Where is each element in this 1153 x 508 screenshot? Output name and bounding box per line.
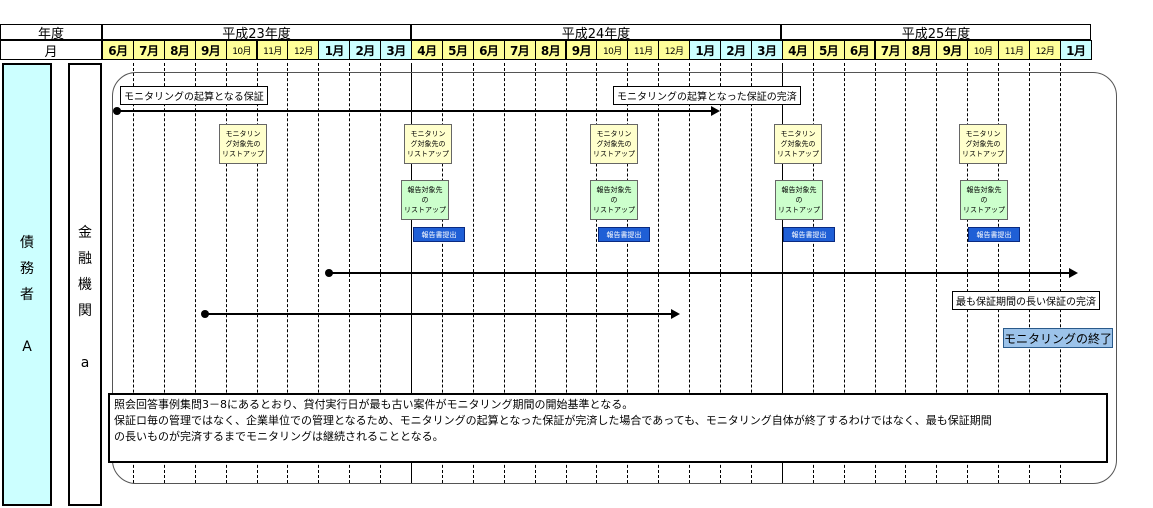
month-cell: 2月 xyxy=(720,40,752,60)
listup-box-h23: モニタリン グ対象先の リストアップ xyxy=(219,124,267,164)
grid-line xyxy=(287,63,289,483)
longest-completed-label: 最も保証期間の長い保証の完済 xyxy=(952,291,1100,310)
month-cell: 8月 xyxy=(905,40,938,60)
month-cell: 7月 xyxy=(874,40,907,60)
month-cell: 11月 xyxy=(627,40,660,60)
listup-box-h25-a: モニタリン グ対象先の リストアップ xyxy=(774,124,822,164)
month-cell: 7月 xyxy=(132,40,165,60)
listup-box-h24-a: モニタリン グ対象先の リストアップ xyxy=(404,124,452,164)
month-cell: 4月 xyxy=(411,40,443,60)
vertical-char: 機 xyxy=(78,277,92,293)
vertical-char xyxy=(70,324,100,350)
month-cell: 1月 xyxy=(318,40,351,60)
month-cell: 8月 xyxy=(163,40,196,60)
note-line-1: 照会回答事例集問3－8にあるとおり、貸付実行日が最も古い案件がモニタリング期間の… xyxy=(114,398,634,411)
arrow3-head xyxy=(671,309,680,319)
month-cell: 11月 xyxy=(256,40,289,60)
monitoring-end-box: モニタリングの終了 xyxy=(1003,328,1113,348)
report-target-box-3: 報告対象先 の リストアップ xyxy=(775,180,823,220)
month-cell: 10月 xyxy=(596,40,629,60)
month-cell: 6月 xyxy=(102,40,134,60)
note-line-3: の長いものが完済するまでモニタリングは継続されることとなる。 xyxy=(114,430,444,443)
month-cell: 7月 xyxy=(503,40,536,60)
report-submit-4: 報告書提出 xyxy=(968,227,1020,242)
arrow2-line xyxy=(329,272,1071,274)
vertical-char: 関 xyxy=(78,303,92,319)
month-cell: 8月 xyxy=(534,40,567,60)
month-cell: 9月 xyxy=(194,40,227,60)
month-cell: 11月 xyxy=(998,40,1030,60)
month-cell: 5月 xyxy=(441,40,474,60)
month-cell: 12月 xyxy=(287,40,320,60)
institution-a-column: 金融機関 a xyxy=(68,63,102,506)
note-line-2: 保証ロ毎の管理ではなく、企業単位での管理となるため、モニタリングの起算となった保… xyxy=(114,414,992,427)
listup-box-h24-b: モニタリン グ対象先の リストアップ xyxy=(590,124,638,164)
vertical-char: 務 xyxy=(20,261,34,277)
month-cell: 10月 xyxy=(967,40,1000,60)
report-submit-2: 報告書提出 xyxy=(598,227,650,242)
report-submit-3: 報告書提出 xyxy=(783,227,835,242)
month-cell: 9月 xyxy=(936,40,969,60)
explanation-note: 照会回答事例集問3－8にあるとおり、貸付実行日が最も古い案件がモニタリング期間の… xyxy=(108,393,1108,463)
fiscal-year-h24: 平成24年度 xyxy=(411,24,781,40)
month-cell: 10月 xyxy=(225,40,258,60)
arrow2-head xyxy=(1069,268,1078,278)
report-target-box-1: 報告対象先 の リストアップ xyxy=(401,180,449,220)
month-header-label: 月 xyxy=(0,40,102,60)
institution-a-label: 金融機関 a xyxy=(70,220,100,376)
report-target-box-4: 報告対象先 の リストアップ xyxy=(960,180,1008,220)
month-cell: 3月 xyxy=(380,40,412,60)
debtor-a-column: 債務者 A xyxy=(2,63,52,506)
grid-line xyxy=(163,63,165,483)
vertical-char: A xyxy=(22,339,32,355)
month-cell: 12月 xyxy=(1029,40,1061,60)
report-target-box-2: 報告対象先 の リストアップ xyxy=(590,180,638,220)
grid-line xyxy=(194,63,196,483)
vertical-char xyxy=(4,308,50,334)
month-cell: 5月 xyxy=(812,40,845,60)
arrow1-line xyxy=(117,110,713,112)
grid-line xyxy=(318,63,320,483)
timeline-frame xyxy=(112,72,1117,484)
vertical-char: 金 xyxy=(78,225,92,241)
month-cell: 6月 xyxy=(472,40,505,60)
report-submit-1: 報告書提出 xyxy=(413,227,465,242)
arrow3-line xyxy=(205,313,673,315)
start-guarantee-completed-label: モニタリングの起算となった保証の完済 xyxy=(613,86,801,105)
month-cell: 1月 xyxy=(689,40,721,60)
vertical-char: 者 xyxy=(20,287,34,303)
listup-box-h25-b: モニタリン グ対象先の リストアップ xyxy=(959,124,1007,164)
grid-line xyxy=(132,63,134,483)
vertical-char: 債 xyxy=(20,235,34,251)
fiscal-year-h23: 平成23年度 xyxy=(102,24,411,40)
start-guarantee-label: モニタリングの起算となる保証 xyxy=(120,86,268,105)
vertical-char: 融 xyxy=(78,251,92,267)
arrow1-head xyxy=(711,106,720,116)
year-header-label: 年度 xyxy=(0,24,102,40)
month-cell: 1月 xyxy=(1059,40,1092,60)
month-cell: 9月 xyxy=(565,40,598,60)
month-cell: 3月 xyxy=(750,40,783,60)
month-cell: 6月 xyxy=(843,40,876,60)
debtor-a-label: 債務者 A xyxy=(4,230,50,360)
month-cell: 12月 xyxy=(658,40,691,60)
grid-line xyxy=(256,63,258,483)
grid-line xyxy=(225,63,227,483)
vertical-char: a xyxy=(80,355,90,371)
month-cell: 4月 xyxy=(781,40,814,60)
month-cell: 2月 xyxy=(349,40,382,60)
fiscal-year-h25: 平成25年度 xyxy=(781,24,1091,40)
